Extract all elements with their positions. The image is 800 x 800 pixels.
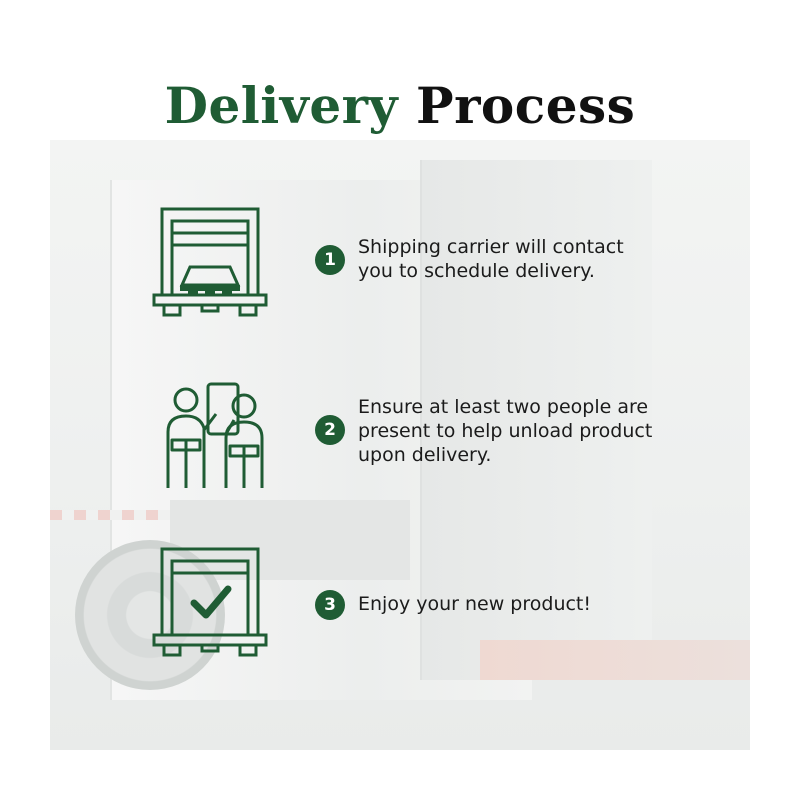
truck-wheel bbox=[75, 540, 225, 690]
page-title: Delivery Process bbox=[0, 66, 800, 146]
step-2-number: 2 bbox=[324, 420, 336, 440]
step-3: 3 Enjoy your new product! bbox=[0, 540, 800, 670]
step-1-number-badge: 1 bbox=[315, 245, 345, 275]
reflective-stripe bbox=[50, 510, 170, 520]
step-1-text: Shipping carrier will contact you to sch… bbox=[358, 236, 624, 282]
step-1: 1 Shipping carrier will contact you to s… bbox=[0, 200, 800, 330]
truck-dock-pallet-icon bbox=[152, 207, 268, 317]
step-2-number-badge: 2 bbox=[315, 415, 345, 445]
step-3-number: 3 bbox=[324, 595, 336, 615]
dock-checkmark-icon bbox=[152, 547, 268, 657]
step-2: 2 Ensure at least two people are present… bbox=[0, 365, 800, 495]
title-word-delivery: Delivery bbox=[164, 76, 399, 135]
two-movers-icon bbox=[166, 382, 264, 488]
step-1-number: 1 bbox=[324, 250, 336, 270]
step-3-text: Enjoy your new product! bbox=[358, 593, 592, 615]
truck-door bbox=[420, 160, 652, 680]
loading-ramp bbox=[480, 640, 750, 680]
step-3-number-badge: 3 bbox=[315, 590, 345, 620]
step-2-text: Ensure at least two people are present t… bbox=[358, 396, 653, 466]
title-word-process: Process bbox=[415, 76, 636, 135]
truck-liftgate bbox=[170, 500, 410, 580]
